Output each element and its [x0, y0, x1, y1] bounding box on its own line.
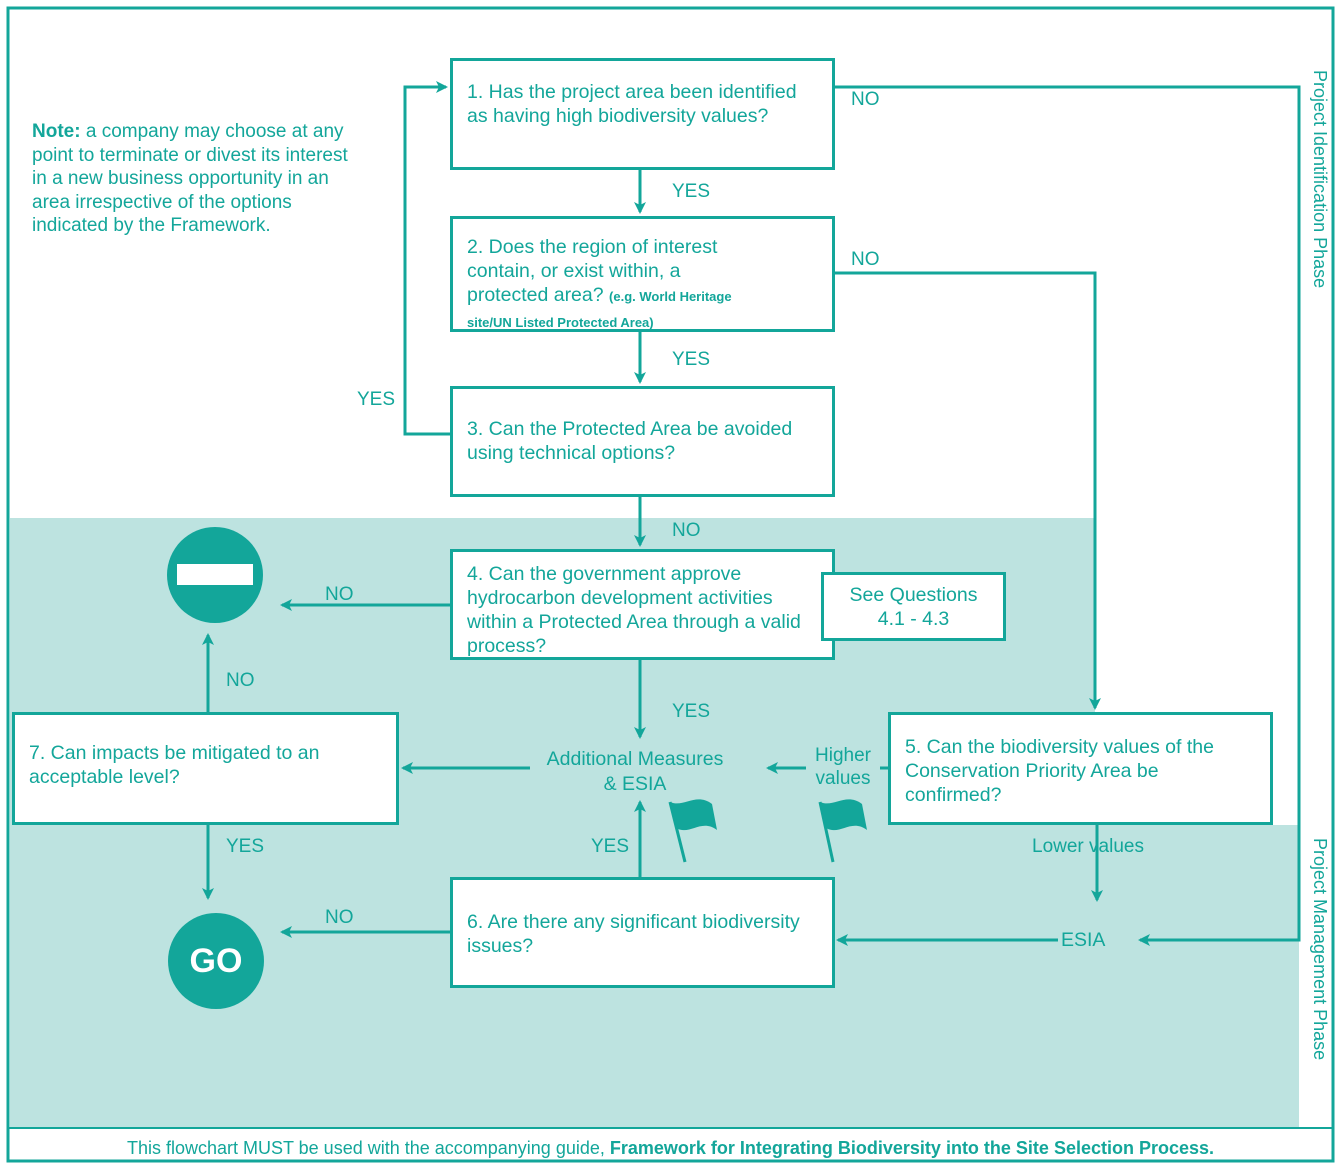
- footer-guide-title: Framework for Integrating Biodiversity i…: [609, 1138, 1215, 1158]
- flag-icon: [668, 799, 717, 863]
- question-6-text: 6. Are there any significant biodiversit…: [467, 911, 800, 957]
- q3-no-label: NO: [672, 520, 701, 541]
- question-2-box: 2. Does the region of interest contain, …: [450, 216, 835, 332]
- q3-yes-loop-connector: [403, 81, 450, 436]
- management-phase-label: Project Management Phase: [1310, 838, 1330, 1061]
- q1-no-connector: [835, 85, 1301, 946]
- q2-no-label: NO: [851, 249, 880, 270]
- question-3-box: 3. Can the Protected Area be avoided usi…: [450, 386, 835, 497]
- see-questions-line-1: See Questions: [849, 584, 978, 606]
- footer-text: This flowchart MUST be used with the acc…: [126, 1138, 605, 1158]
- question-7-box: 7. Can impacts be mitigated to an accept…: [12, 712, 399, 825]
- question-5-text: 5. Can the biodiversity values of the Co…: [905, 736, 1214, 806]
- see-questions-box: See Questions 4.1 - 4.3: [821, 572, 1006, 641]
- footer: This flowchart MUST be used with the acc…: [0, 1128, 1341, 1169]
- q6-yes-label: YES: [591, 836, 630, 857]
- question-6-box: 6. Are there any significant biodiversit…: [450, 877, 835, 988]
- question-1-text: 1. Has the project area been identified …: [467, 81, 797, 127]
- additional-measures-line-2: & ESIA: [603, 773, 667, 795]
- q7-no-label: NO: [226, 670, 255, 691]
- question-2-example: (e.g. World Heritage site/UN Listed Prot…: [467, 289, 732, 330]
- q1-no-label: NO: [851, 89, 880, 110]
- question-3-text: 3. Can the Protected Area be avoided usi…: [467, 418, 793, 464]
- stop-bar: [177, 564, 253, 585]
- q4-no-label: NO: [325, 584, 354, 605]
- question-2-text: 2. Does the region of interest contain, …: [467, 236, 718, 306]
- see-questions-line-2: 4.1 - 4.3: [877, 608, 950, 630]
- lower-values-label: Lower values: [1032, 836, 1144, 857]
- question-1-box: 1. Has the project area been identified …: [450, 58, 835, 170]
- question-4-text: 4. Can the government approve hydrocarbo…: [467, 563, 801, 657]
- q1-yes-label: YES: [672, 181, 711, 202]
- q4-yes-label: YES: [672, 701, 711, 722]
- identification-phase-label: Project Identification Phase: [1310, 70, 1330, 289]
- q3-yes-label: YES: [357, 389, 396, 410]
- note-text: Note: a company may choose at any point …: [32, 120, 362, 238]
- question-4-box: 4. Can the government approve hydrocarbo…: [450, 549, 835, 660]
- q2-yes-label: YES: [672, 349, 711, 370]
- stop-icon: [167, 527, 263, 623]
- higher-values-line-1: Higher: [815, 745, 871, 766]
- q2-no-connector: [835, 271, 1101, 710]
- additional-measures-node: Additional Measures & ESIA: [530, 747, 740, 797]
- higher-values-line-2: values: [815, 768, 871, 789]
- esia-node: ESIA: [1058, 928, 1109, 952]
- additional-measures-line-1: Additional Measures: [546, 748, 724, 770]
- flag-icon: [818, 799, 867, 863]
- q6-no-label: NO: [325, 907, 354, 928]
- outer-border: [6, 6, 1335, 1163]
- go-circle: GO: [168, 913, 264, 1009]
- higher-values-label: Higher values: [806, 744, 880, 790]
- management-phase-shading: [10, 518, 1299, 1128]
- question-7-text: 7. Can impacts be mitigated to an accept…: [29, 742, 320, 788]
- note-label: Note:: [32, 121, 81, 142]
- note-body: a company may choose at any point to ter…: [32, 121, 348, 236]
- q7-yes-label: YES: [226, 836, 265, 857]
- go-label: GO: [189, 941, 243, 980]
- question-5-box: 5. Can the biodiversity values of the Co…: [888, 712, 1273, 825]
